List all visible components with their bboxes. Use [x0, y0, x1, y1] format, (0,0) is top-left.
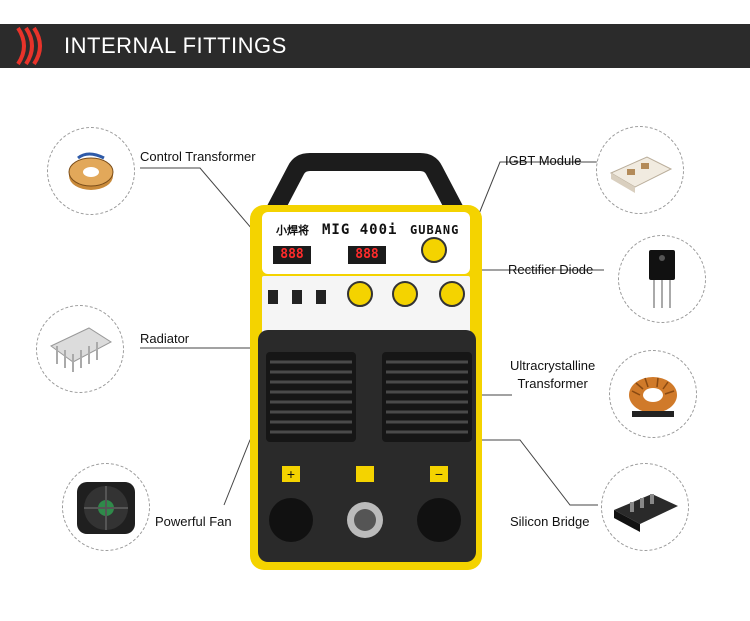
brand-name: GUBANG [410, 223, 460, 237]
svg-text:+: + [287, 466, 295, 482]
svg-text:−: − [435, 466, 443, 482]
igbt-module-icon [596, 126, 684, 214]
label-ultracrystalline-line1: Ultracrystalline [510, 358, 596, 373]
fan-icon [62, 463, 150, 551]
label-radiator: Radiator [140, 331, 190, 346]
chevron-logo-icon [16, 26, 42, 66]
copper-coil-icon [609, 350, 697, 438]
label-silicon-bridge: Silicon Bridge [510, 514, 590, 529]
label-rectifier-diode: Rectifier Diode [508, 262, 594, 277]
diode-icon [618, 235, 706, 323]
model-name: MIG 400i [322, 222, 398, 238]
brand-chinese: 小焊将 [276, 225, 309, 237]
display-right: 888 [348, 246, 386, 264]
label-ultracrystalline-line2: Transformer [517, 376, 588, 391]
heatsink-icon [36, 305, 124, 393]
silicon-bridge-icon [601, 463, 689, 551]
label-control-transformer: Control Transformer [140, 149, 256, 164]
page-title: INTERNAL FITTINGS [64, 33, 287, 58]
toroid-transformer-icon [47, 127, 135, 215]
label-igbt-module: IGBT Module [505, 153, 582, 168]
label-ultracrystalline-transformer: Ultracrystalline Transformer [510, 357, 595, 393]
display-left: 888 [273, 246, 311, 264]
label-powerful-fan: Powerful Fan [155, 514, 232, 529]
header-banner: INTERNAL FITTINGS [0, 24, 750, 68]
